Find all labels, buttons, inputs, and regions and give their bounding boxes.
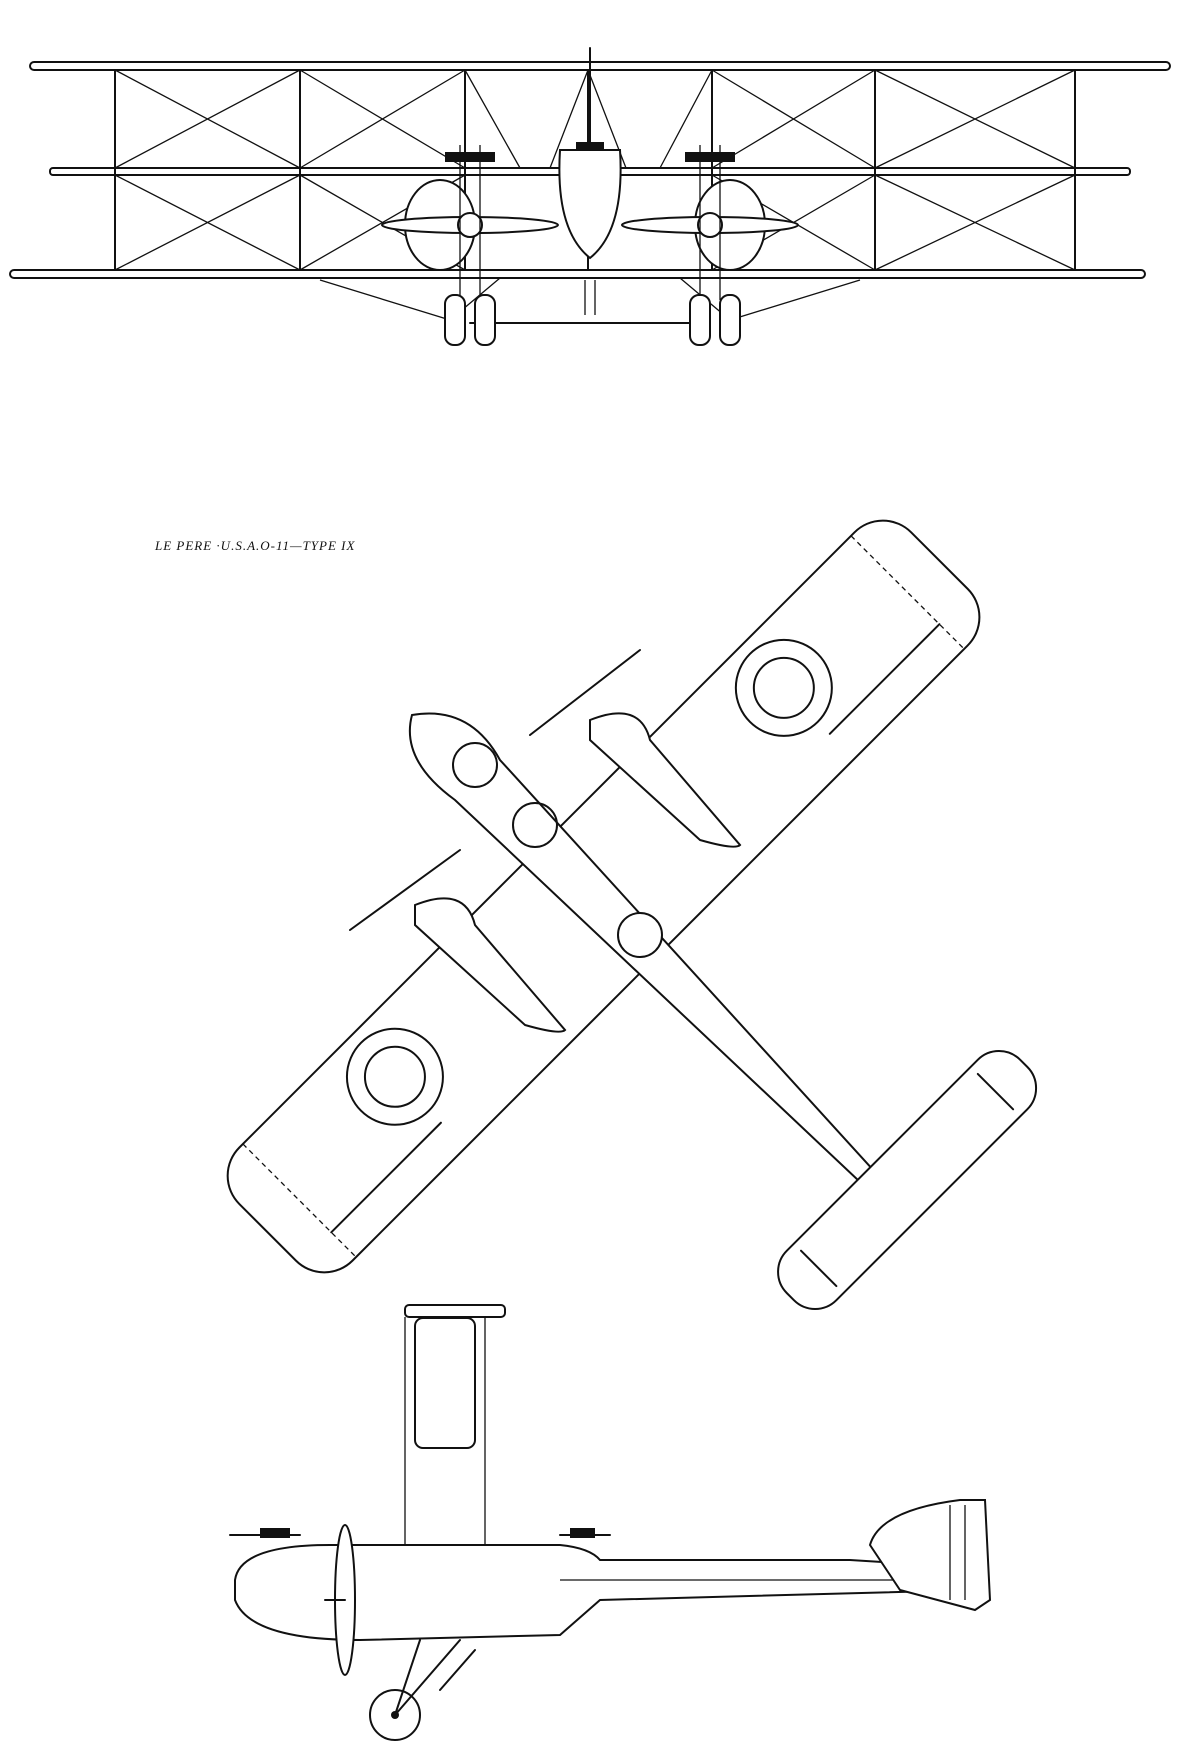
- side-propeller: [324, 1524, 356, 1676]
- plan-nacelles: [349, 649, 742, 1033]
- front-landing-gear: [319, 277, 861, 346]
- front-right-engine: [621, 145, 799, 300]
- front-upper-wing: [29, 61, 1171, 71]
- wing-roundel-left: [345, 1027, 444, 1126]
- front-left-engine: [381, 145, 559, 300]
- drawing-caption: LE PERE ·U.S.A.O-11—TYPE IX: [155, 538, 356, 553]
- plan-tailplane: [777, 1050, 1038, 1310]
- side-landing-gear: [369, 1639, 476, 1741]
- front-fuselage: [558, 149, 622, 260]
- front-lower-wing: [9, 269, 1146, 279]
- side-wings: [404, 1304, 506, 1545]
- front-view: [9, 47, 1171, 346]
- side-guns: [229, 1528, 611, 1538]
- plan-view: [226, 519, 1038, 1310]
- front-struts: [114, 69, 1076, 271]
- side-tail: [868, 1499, 992, 1612]
- wing-roundel-right: [734, 638, 833, 737]
